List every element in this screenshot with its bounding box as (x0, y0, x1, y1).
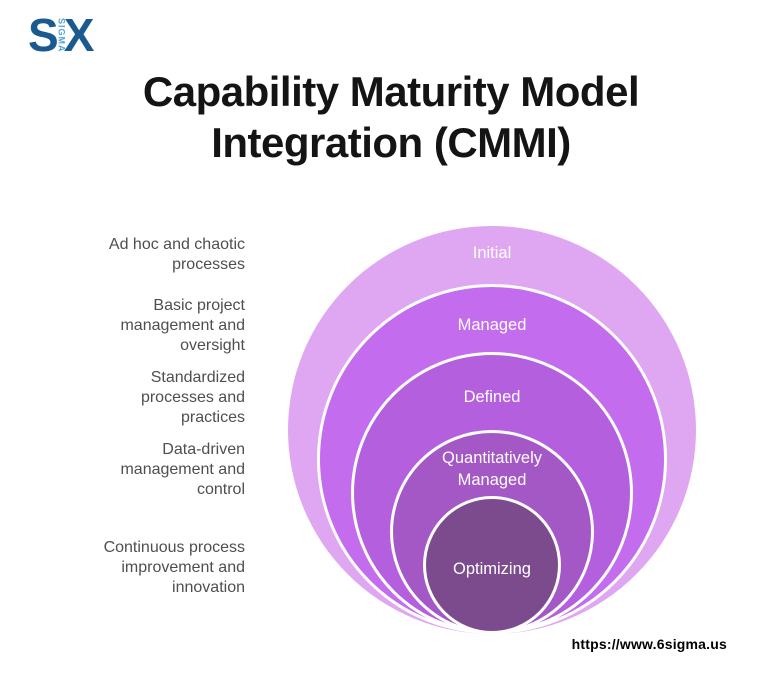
circle-label-quantitatively-managed: Quantitatively Managed (442, 449, 542, 489)
page-title: Capability Maturity Model Integration (C… (0, 66, 782, 168)
description-defined: Standardized processes and practices (140, 369, 245, 426)
website-url: https://www.6sigma.us (571, 636, 727, 652)
logo-sigma-vertical-text: SIGMA (56, 17, 67, 53)
logo-letter-s: S (28, 9, 59, 61)
description-quantitatively-managed: Data-driven management and control (120, 441, 245, 498)
circle-label-optimizing: Optimizing (453, 560, 531, 578)
circle-label-defined: Defined (463, 388, 521, 406)
logo-letter-x: X (63, 9, 95, 61)
page-title-line-2: Integration (CMMI) (211, 119, 571, 166)
description-initial: Ad hoc and chaotic processes (108, 236, 245, 273)
circle-label-managed: Managed (457, 316, 527, 334)
description-managed: Basic project management and oversight (120, 297, 245, 354)
six-sigma-logo: S SIGMA X (28, 9, 95, 61)
page-title-line-1: Capability Maturity Model (142, 68, 640, 115)
description-optimizing: Continuous process improvement and innov… (103, 539, 245, 596)
circle-optimizing (423, 496, 561, 634)
circle-label-initial: Initial (472, 244, 512, 262)
